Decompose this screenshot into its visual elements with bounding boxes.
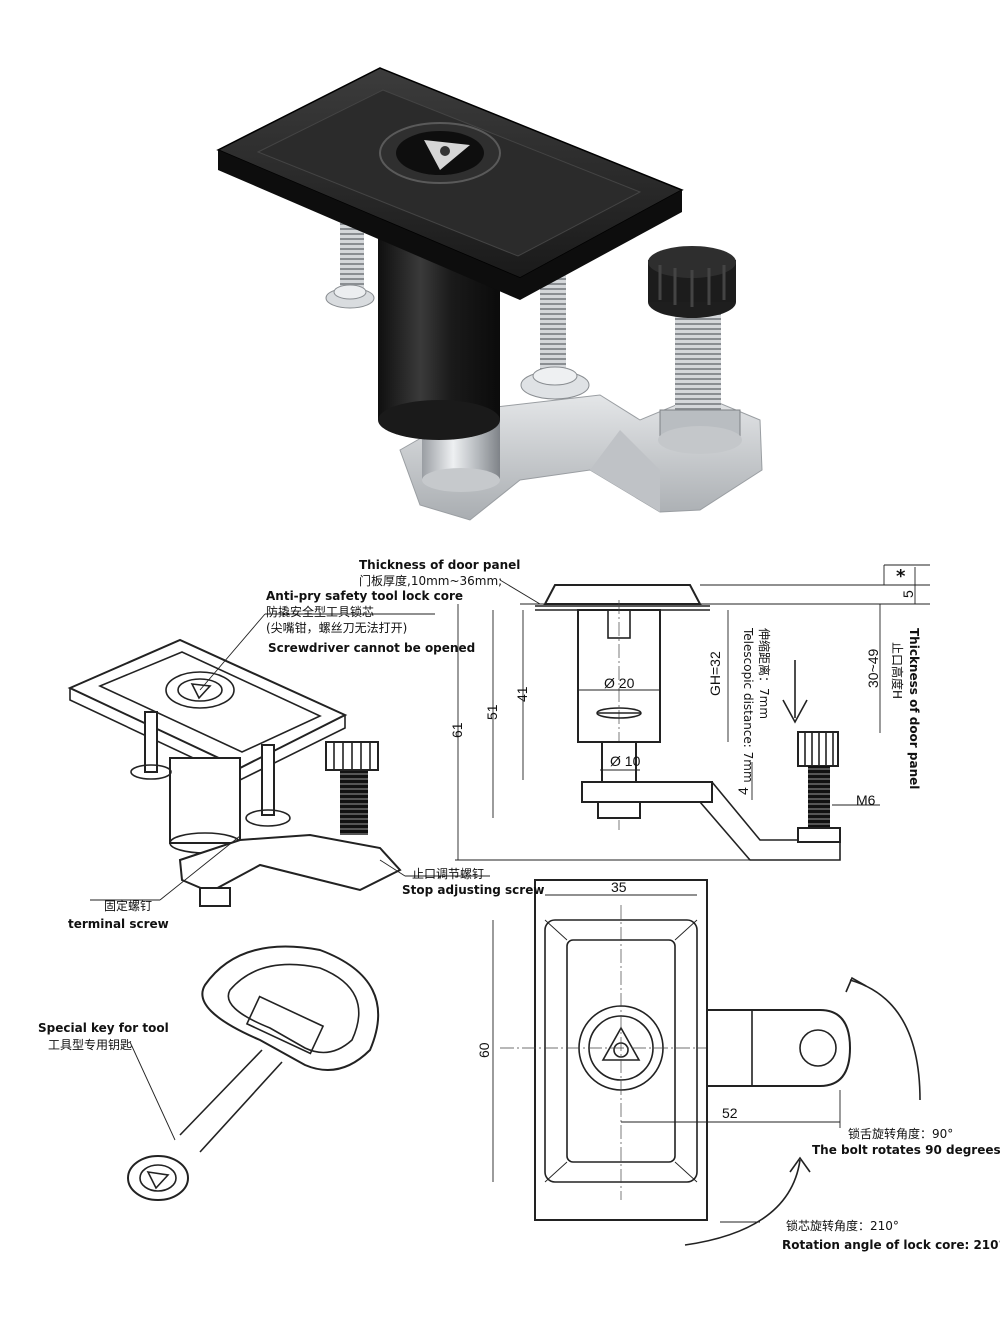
label-core-rotate-en: Rotation angle of lock core: 210° bbox=[782, 1238, 1000, 1252]
dim-35: 35 bbox=[611, 879, 627, 895]
leader-lines bbox=[90, 579, 760, 1223]
dim-5: 5 bbox=[900, 590, 916, 598]
label-antipry-note: (尖嘴钳，螺丝刀无法打开) bbox=[266, 621, 407, 635]
label-fixing-screw-en: terminal screw bbox=[68, 917, 169, 931]
dim-41: 41 bbox=[514, 686, 530, 702]
label-stop-screw-en: Stop adjusting screw bbox=[402, 883, 544, 897]
label-door-thickness-vertical: Thickness of door panel bbox=[907, 628, 921, 789]
dim-52: 52 bbox=[722, 1105, 738, 1121]
dim-m6: M6 bbox=[856, 792, 876, 808]
dim-phi10: Ø 10 bbox=[610, 753, 641, 769]
label-core-rotate-cn: 锁芯旋转角度：210° bbox=[786, 1218, 899, 1233]
isometric-line-drawing bbox=[67, 638, 402, 907]
label-antipry-en: Anti-pry safety tool lock core bbox=[266, 589, 463, 603]
label-stop-screw-cn: 止口调节螺钉 bbox=[412, 867, 484, 881]
dim-30-49: 30~49 bbox=[865, 648, 881, 688]
label-special-key-en: Special key for tool bbox=[38, 1021, 169, 1035]
front-view-drawing bbox=[492, 879, 921, 1246]
side-view-drawing bbox=[455, 564, 930, 861]
dim-phi20: Ø 20 bbox=[604, 675, 635, 691]
label-bolt-rotate-cn: 锁舌旋转角度：90° bbox=[848, 1126, 953, 1141]
product-photo bbox=[216, 67, 763, 521]
label-door-thickness-en: Thickness of door panel bbox=[359, 558, 520, 572]
label-door-thickness-cn: 门板厚度,10mm~36mm; bbox=[359, 573, 502, 588]
label-telescopic-cn: 伸缩距离：7mm bbox=[757, 628, 772, 719]
label-screwdriver: Screwdriver cannot be opened bbox=[268, 641, 475, 655]
dim-gh: GH=32 bbox=[707, 651, 723, 696]
label-special-key-cn: 工具型专用钥匙 bbox=[48, 1037, 132, 1052]
dim-4: 4 bbox=[735, 787, 751, 795]
label-antipry-cn: 防撬安全型工具锁芯 bbox=[266, 604, 374, 619]
label-bolt-rotate-en: The bolt rotates 90 degrees bbox=[812, 1143, 1000, 1157]
label-fixing-screw-cn: 固定螺钉 bbox=[104, 898, 152, 913]
label-stop-height: 止口高度H bbox=[890, 642, 905, 699]
label-telescopic-en: Telescopic distance: 7mm bbox=[741, 627, 755, 783]
dim-51: 51 bbox=[484, 704, 500, 720]
special-key-drawing bbox=[127, 945, 380, 1201]
label-asterisk: * bbox=[896, 566, 906, 587]
dim-60: 60 bbox=[476, 1042, 492, 1058]
dim-61: 61 bbox=[449, 722, 465, 738]
